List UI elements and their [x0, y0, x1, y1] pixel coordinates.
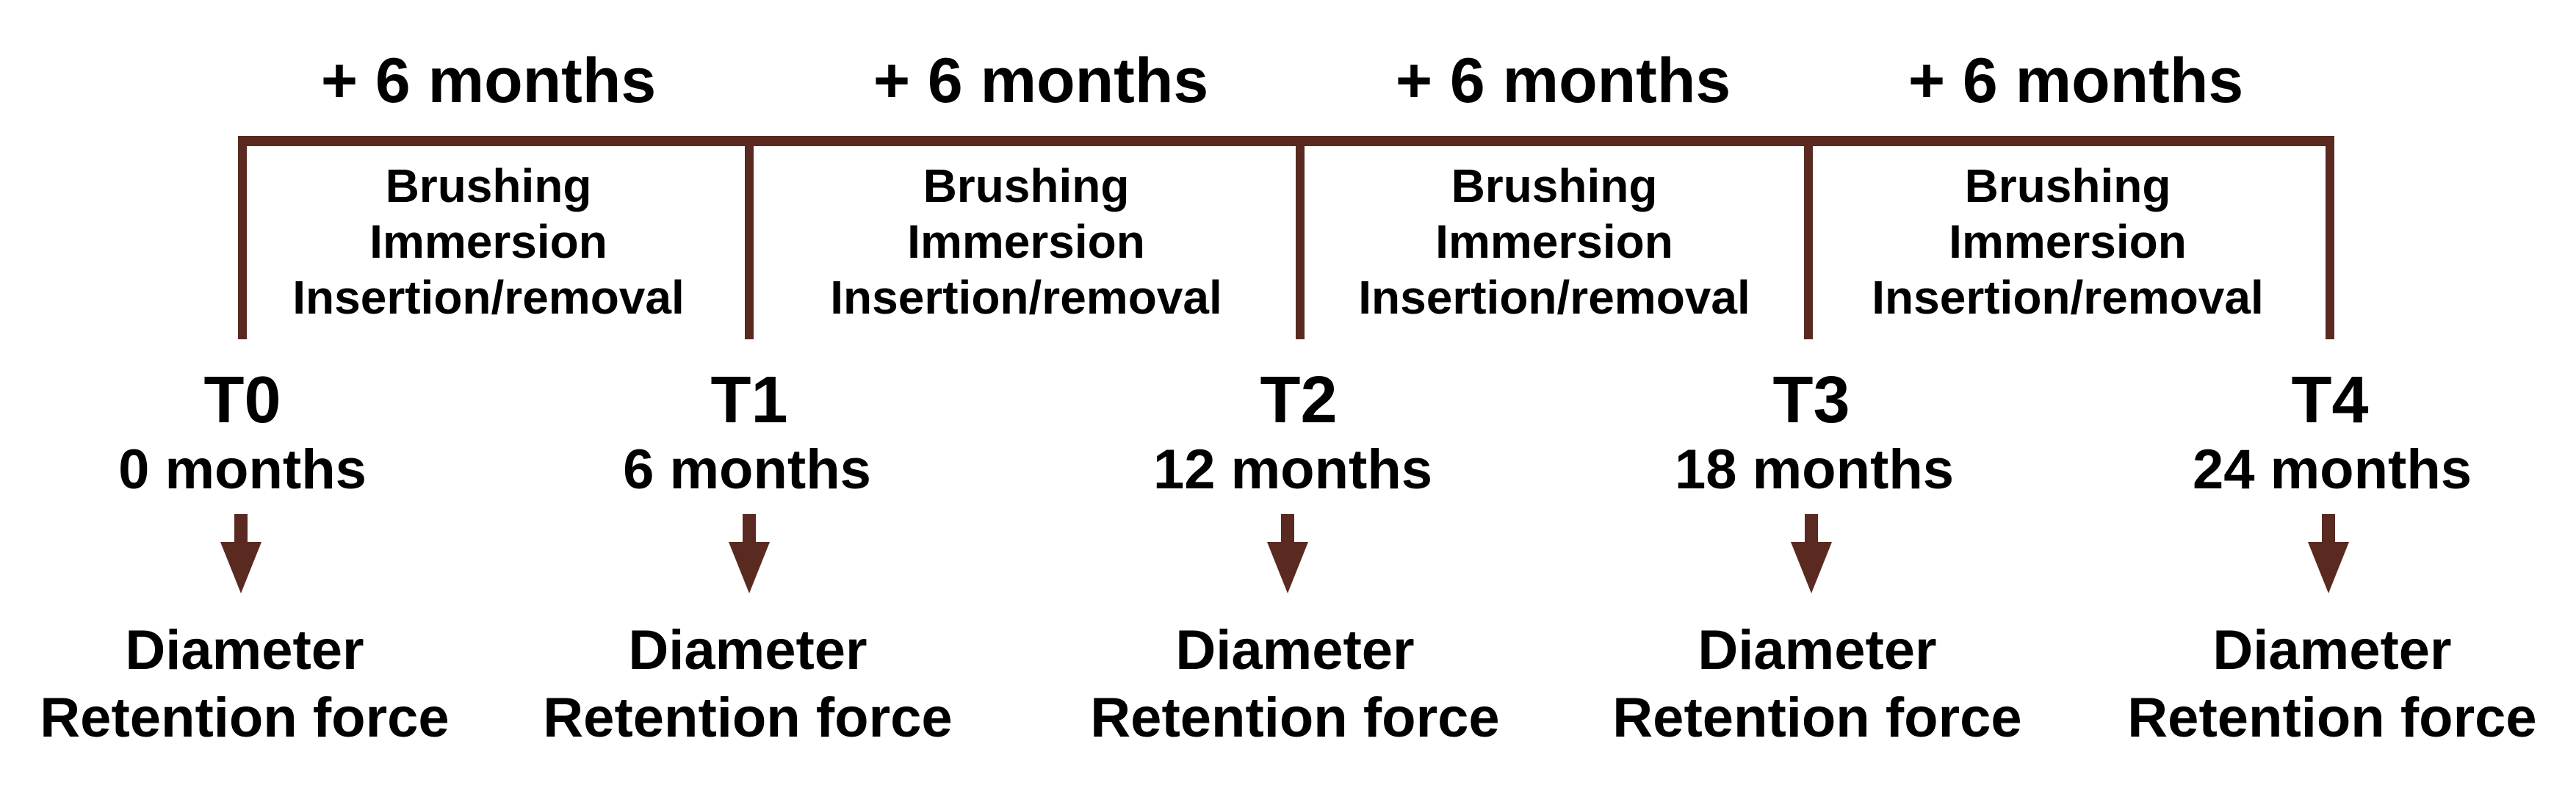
timepoint-label-t1: T1 [710, 364, 788, 437]
timepoint-month: 12 months [1152, 438, 1433, 501]
measurement-block: Diameter Retention force [1553, 617, 2082, 752]
measurement-diameter: Diameter [1698, 619, 1937, 682]
measurement-retention-force: Retention force [1612, 687, 2022, 749]
treatment-immersion: Immersion [369, 215, 607, 268]
timepoint-month: 6 months [623, 438, 871, 501]
timepoint-label-t0: T0 [203, 364, 281, 437]
treatment-block: Brushing Immersion Insertion/removal [1840, 158, 2295, 325]
treatment-insertion-removal: Insertion/removal [830, 271, 1222, 324]
arrow-t4 [2308, 514, 2349, 593]
timepoint-label-t3: T3 [1772, 364, 1850, 437]
treatment-brushing: Brushing [385, 159, 592, 212]
measurement-block: Diameter Retention force [483, 617, 1012, 752]
measurement-diameter: Diameter [628, 619, 867, 682]
treatment-block: Brushing Immersion Insertion/removal [261, 158, 716, 325]
measurement-retention-force: Retention force [2127, 687, 2537, 749]
interval-label: + 6 months [1908, 46, 2244, 116]
interval-label: + 6 months [1395, 46, 1731, 116]
timepoint-label-t4: T4 [2291, 364, 2369, 437]
treatment-brushing: Brushing [1964, 159, 2171, 212]
timepoint-month: 18 months [1674, 438, 1955, 501]
measurement-diameter: Diameter [2212, 619, 2452, 682]
treatment-immersion: Immersion [1435, 215, 1673, 268]
measurement-block: Diameter Retention force [0, 617, 509, 752]
treatment-insertion-removal: Insertion/removal [292, 271, 685, 324]
measurement-diameter: Diameter [125, 619, 364, 682]
treatment-brushing: Brushing [1451, 159, 1658, 212]
measurement-diameter: Diameter [1175, 619, 1415, 682]
treatment-block: Brushing Immersion Insertion/removal [798, 158, 1254, 325]
treatment-insertion-removal: Insertion/removal [1872, 271, 2264, 324]
arrow-t0 [220, 514, 261, 593]
treatment-block: Brushing Immersion Insertion/removal [1327, 158, 1782, 325]
measurement-retention-force: Retention force [40, 687, 450, 749]
treatment-brushing: Brushing [923, 159, 1130, 212]
measurement-block: Diameter Retention force [1031, 617, 1559, 752]
treatment-immersion: Immersion [1949, 215, 2187, 268]
interval-label: + 6 months [873, 46, 1209, 116]
measurement-retention-force: Retention force [543, 687, 953, 749]
timepoint-label-t2: T2 [1260, 364, 1338, 437]
treatment-insertion-removal: Insertion/removal [1358, 271, 1750, 324]
treatment-immersion: Immersion [907, 215, 1145, 268]
arrow-t3 [1791, 514, 1832, 593]
measurement-block: Diameter Retention force [2068, 617, 2576, 752]
timepoint-month: 0 months [118, 438, 367, 501]
measurement-retention-force: Retention force [1090, 687, 1500, 749]
arrow-t1 [729, 514, 770, 593]
arrow-t2 [1267, 514, 1308, 593]
timepoint-month: 24 months [2192, 438, 2472, 501]
interval-label: + 6 months [320, 46, 657, 116]
